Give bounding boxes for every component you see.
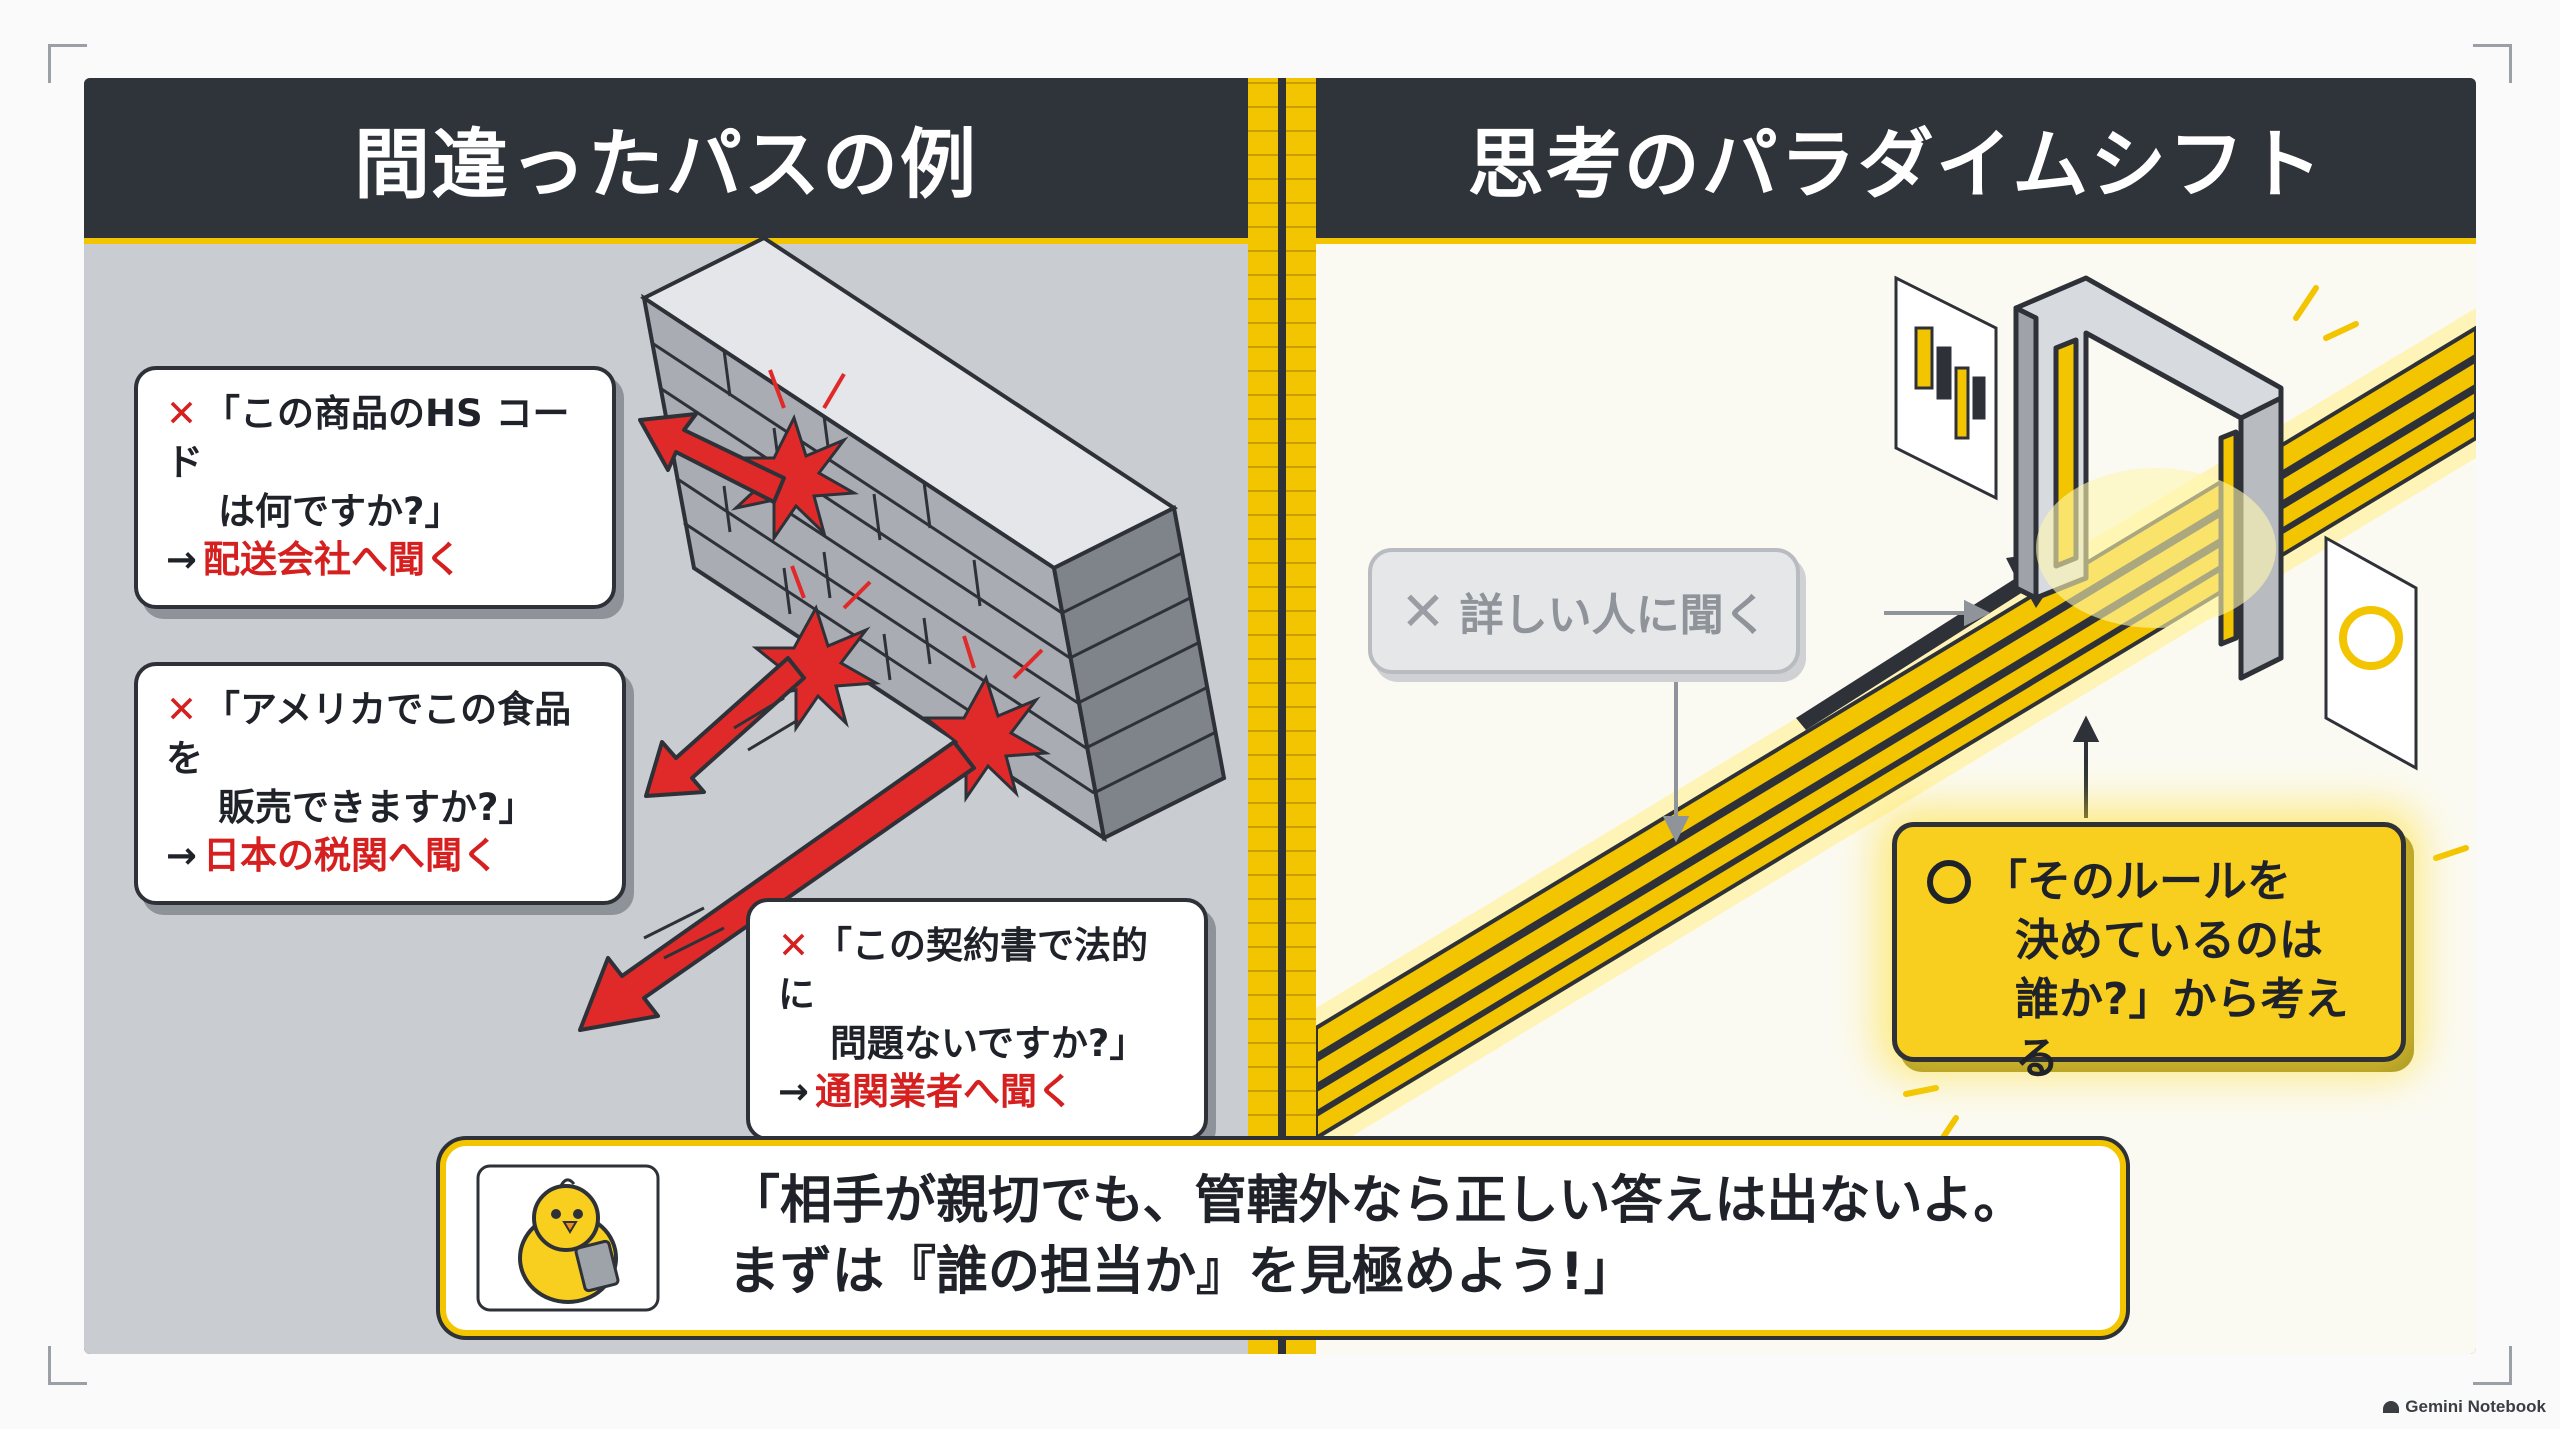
- wrong-path-label: 詳しい人に聞く: [1459, 590, 1768, 641]
- speech-bubble: [440, 1140, 2126, 1336]
- left-panel-header: 間違ったパスの例: [84, 78, 1248, 244]
- right-arrow-icon: →: [166, 834, 198, 878]
- wrong-path-callout-hs-code: ✕「この商品のHS コード は何ですか?」 →配送会社へ聞く: [134, 366, 616, 610]
- gate-path-illustration: [1316, 275, 2476, 1158]
- right-panel-title: 思考のパラダイムシフト: [1467, 120, 2325, 209]
- callout-question-line1: 「この契約書で法的に: [778, 924, 1149, 1016]
- notebook-logo-icon: [2383, 1401, 2400, 1413]
- brand-label: Gemini Notebook: [2405, 1397, 2546, 1416]
- left-panel: 間違ったパスの例: [84, 78, 1248, 1354]
- callout-answer: 通関業者へ聞く: [815, 1070, 1075, 1114]
- brick-wall-illustration: [578, 235, 1227, 1032]
- right-path-line2: 決めているのは: [2015, 914, 2323, 966]
- right-path-line3: 誰か?」から考える: [2015, 973, 2349, 1084]
- right-panel: 思考のパラダイムシフト: [1316, 78, 2476, 1354]
- slide-frame: 間違ったパスの例: [84, 78, 2476, 1354]
- speech-bubble-text: 「相手が親切でも、管轄外なら正しい答えは出ないよ。 まずは『誰の担当か』を見極め…: [728, 1166, 2108, 1307]
- wrong-path-ask-expert: ✕ 詳しい人に聞く: [1368, 548, 1800, 674]
- callout-question-line2: 販売できますか?」: [218, 785, 536, 829]
- cross-mark-icon: ✕: [166, 688, 198, 731]
- cross-mark-icon: ✕: [166, 392, 198, 435]
- frame-corner-bottom-left: [48, 1346, 87, 1385]
- callout-answer: 日本の税関へ聞く: [203, 834, 500, 878]
- chick-icon: [476, 1164, 660, 1312]
- right-panel-header: 思考のパラダイムシフト: [1316, 78, 2476, 244]
- correct-circle-icon: [1927, 860, 1971, 904]
- right-path-callout: 「そのルールを 決めているのは 誰か?」から考える: [1892, 822, 2406, 1084]
- right-arrow-icon: →: [778, 1070, 810, 1114]
- speech-line2: まずは『誰の担当か』を見極めよう!」: [728, 1241, 1636, 1302]
- frame-corner-top-left: [48, 44, 87, 83]
- cross-mark-icon: ✕: [778, 924, 810, 967]
- callout-question-line1: 「アメリカでこの食品を: [166, 688, 572, 780]
- speech-line1: 「相手が親切でも、管轄外なら正しい答えは出ないよ。: [728, 1171, 2026, 1231]
- chick-mascot: [470, 1158, 666, 1318]
- right-arrow-icon: →: [166, 538, 198, 582]
- cross-mark-icon: ✕: [1400, 579, 1446, 643]
- callout-question-line1: 「この商品のHS コード: [166, 392, 570, 484]
- callout-question-line2: は何ですか?」: [218, 489, 462, 533]
- frame-corner-top-right: [2473, 44, 2512, 83]
- callout-question-line2: 問題ないですか?」: [830, 1021, 1147, 1065]
- wrong-path-callout-contract: ✕「この契約書で法的に 問題ないですか?」 →通関業者へ聞く: [746, 898, 1208, 1142]
- right-path-line1: 「そのルールを: [1983, 856, 2291, 907]
- callout-answer: 配送会社へ聞く: [203, 538, 463, 582]
- left-panel-title: 間違ったパスの例: [354, 120, 978, 209]
- brand-watermark: Gemini Notebook: [2383, 1397, 2546, 1417]
- frame-corner-bottom-right: [2473, 1346, 2512, 1385]
- wrong-path-callout-food-sales: ✕「アメリカでこの食品を 販売できますか?」 →日本の税関へ聞く: [134, 662, 626, 906]
